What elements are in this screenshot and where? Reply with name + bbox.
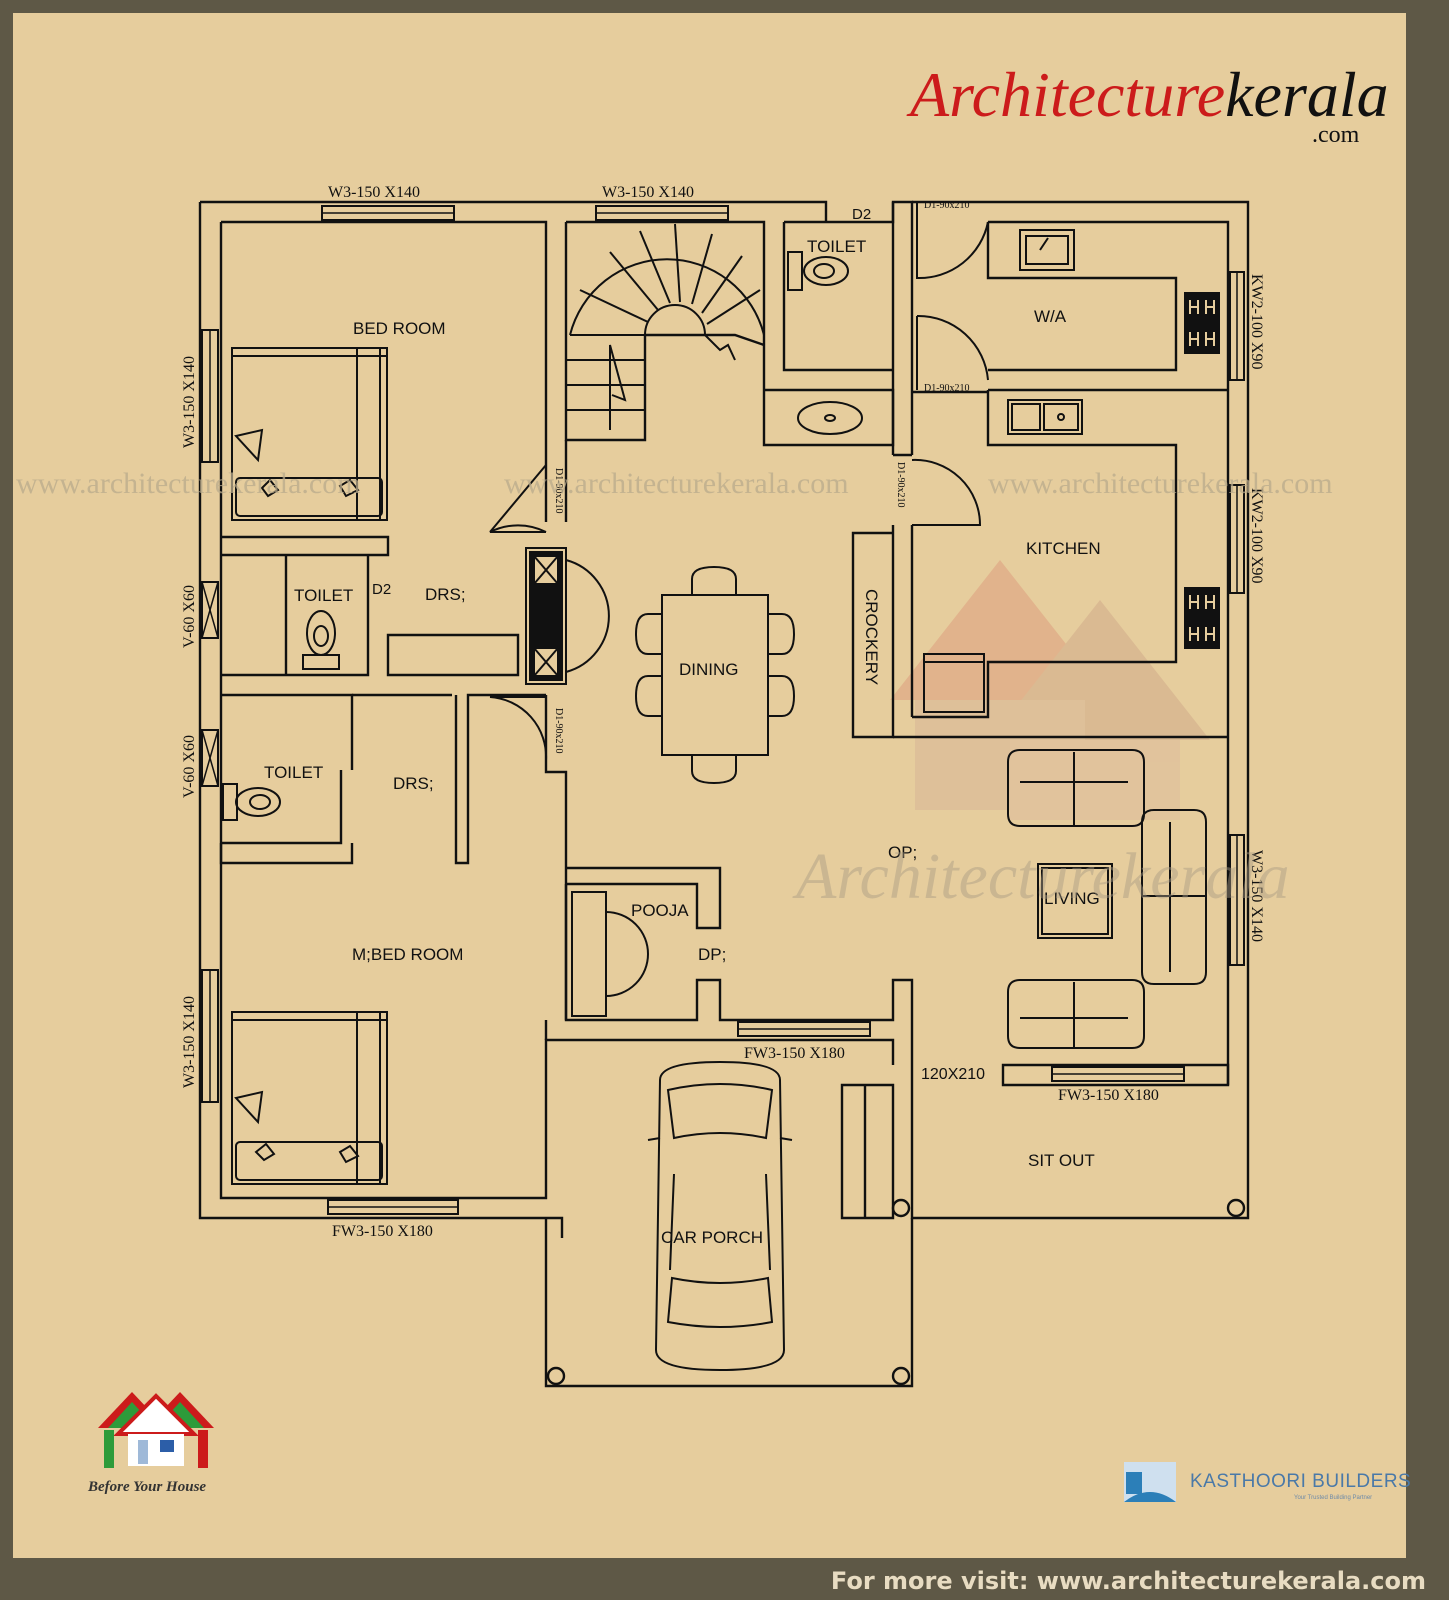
label-kitchen: KITCHEN xyxy=(1026,539,1101,558)
stoves xyxy=(1184,292,1220,649)
label-wa: W/A xyxy=(1034,307,1067,326)
bed-2 xyxy=(231,1011,388,1185)
label-right-window-1: KW2-100 X90 xyxy=(1248,274,1265,370)
logo-domain: .com xyxy=(1312,122,1360,148)
plan-paper xyxy=(13,13,1406,1558)
label-left-window-2: W3-150 X140 xyxy=(181,996,198,1088)
label-right-window-3: W3-150 X140 xyxy=(1248,850,1265,942)
label-top-window-1: W3-150 X140 xyxy=(328,184,420,201)
label-car-porch: CAR PORCH xyxy=(661,1228,763,1247)
footer-text: For more visit: www.architecturekerala.c… xyxy=(831,1567,1426,1595)
doors xyxy=(489,202,989,761)
label-left-vent-1: V-60 X60 xyxy=(181,585,198,648)
label-door-d1-d: D1-90x210 xyxy=(553,708,564,754)
label-main-door: 120X210 xyxy=(921,1066,985,1083)
builder-tagline: Your Trusted Building Partner xyxy=(1294,1495,1372,1501)
label-door-d2-b: D2 xyxy=(372,581,391,598)
label-left-window-1: W3-150 X140 xyxy=(181,356,198,448)
before-your-house-logo: Before Your House xyxy=(87,1392,214,1495)
walls xyxy=(198,200,1250,1388)
house-watermark xyxy=(890,560,1210,820)
label-m-bed-room: M;BED ROOM xyxy=(352,945,463,964)
label-drs-2: DRS; xyxy=(393,774,434,793)
label-toilet-3: TOILET xyxy=(807,237,866,256)
label-sitout-window: FW3-150 X180 xyxy=(1058,1087,1159,1104)
label-door-d1-b: D1-90x210 xyxy=(924,383,970,394)
label-sit-out: SIT OUT xyxy=(1028,1151,1095,1170)
architecturekerala-logo: Architecturekerala .com xyxy=(906,59,1389,148)
window-mullions xyxy=(201,212,1238,1208)
fridge xyxy=(525,547,610,685)
label-top-window-2: W3-150 X140 xyxy=(602,184,694,201)
watermark-center: Architecturekerala xyxy=(792,840,1290,913)
label-living: LIVING xyxy=(1044,889,1100,908)
label-crockery: CROCKERY xyxy=(862,589,881,685)
label-dp: DP; xyxy=(698,945,726,964)
label-door-d2-a: D2 xyxy=(852,206,871,223)
builder-name: KASTHOORI BUILDERS xyxy=(1190,1471,1411,1492)
label-bed-room: BED ROOM xyxy=(353,319,446,338)
label-drs-1: DRS; xyxy=(425,585,466,604)
toilet-fixtures xyxy=(222,251,863,821)
staircase xyxy=(566,223,765,430)
watermark-url-3: www.architecturekerala.com xyxy=(988,467,1333,500)
watermark-url-1: www.architecturekerala.com xyxy=(16,467,361,500)
label-bottom-window-1: FW3-150 X180 xyxy=(332,1223,433,1240)
label-left-vent-2: V-60 X60 xyxy=(181,735,198,798)
label-door-d1-c: D1-90x210 xyxy=(553,468,564,514)
label-toilet-2: TOILET xyxy=(264,763,323,782)
dining-table xyxy=(634,565,796,785)
logo-part1: Architecturekerala xyxy=(906,59,1389,130)
label-op: OP; xyxy=(888,843,917,862)
car xyxy=(647,1060,793,1372)
label-toilet-1: TOILET xyxy=(294,586,353,605)
pooja-unit xyxy=(571,891,649,1017)
label-door-d1-e: D1-90x210 xyxy=(895,462,906,508)
label-middle-window: FW3-150 X180 xyxy=(744,1045,845,1062)
watermark-url-2: www.architecturekerala.com xyxy=(504,467,849,500)
kasthoori-builders-logo: KASTHOORI BUILDERS Your Trusted Building… xyxy=(1124,1462,1411,1502)
label-right-window-2: KW2-100 X90 xyxy=(1248,488,1265,584)
label-pooja: POOJA xyxy=(631,901,689,920)
bed-1 xyxy=(231,347,388,521)
columns xyxy=(546,1198,1246,1386)
sofa-set xyxy=(1007,749,1207,1049)
kitchen-fixtures xyxy=(923,229,1083,713)
before-your-house-caption: Before Your House xyxy=(87,1479,206,1495)
label-door-d1-a: D1-90x210 xyxy=(924,200,970,211)
label-dining: DINING xyxy=(679,660,739,679)
